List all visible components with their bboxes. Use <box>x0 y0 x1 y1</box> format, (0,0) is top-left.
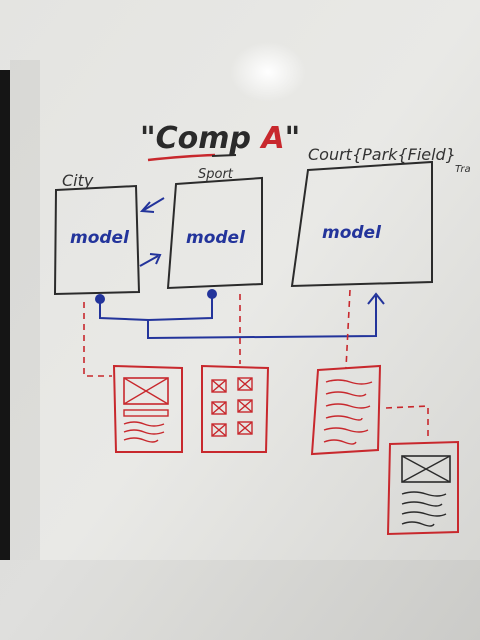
blue-connector-line <box>99 294 377 340</box>
sport-label: Sport <box>198 167 234 182</box>
shadow-left <box>10 60 40 560</box>
sport-model-text: model <box>186 228 246 248</box>
dashed-link-court <box>345 289 351 369</box>
court-label-suffix: Tra <box>455 164 471 175</box>
court-model-text: model <box>322 223 382 243</box>
wireframe-screen-city <box>112 364 183 453</box>
blue-connector-arrowhead <box>367 292 385 305</box>
title-text: "Comp A" <box>140 121 300 156</box>
wireframe-screen-sport <box>201 364 270 453</box>
arrow-city-to-sport <box>139 255 159 267</box>
wireframe-screen-court <box>310 364 382 456</box>
dashed-link-city <box>83 302 112 377</box>
bottom-shadow <box>0 560 480 640</box>
court-label: Court{Park{Field} <box>308 145 456 164</box>
title-underline-dark <box>211 154 237 157</box>
city-label: City <box>62 171 94 190</box>
city-model-text: model <box>70 228 130 248</box>
city-model-box <box>53 184 141 296</box>
wireframe-screen-detail <box>386 440 459 536</box>
dashed-link-detail <box>385 405 429 440</box>
arrow-sport-to-city-head <box>139 201 155 213</box>
court-model-box <box>290 160 433 288</box>
arrow-city-to-sport-head <box>149 253 162 265</box>
title-underline-red <box>147 153 216 162</box>
arrow-sport-to-city <box>143 197 165 211</box>
light-glare <box>230 42 306 102</box>
board-frame-left <box>0 70 10 560</box>
sport-model-box <box>166 176 263 290</box>
